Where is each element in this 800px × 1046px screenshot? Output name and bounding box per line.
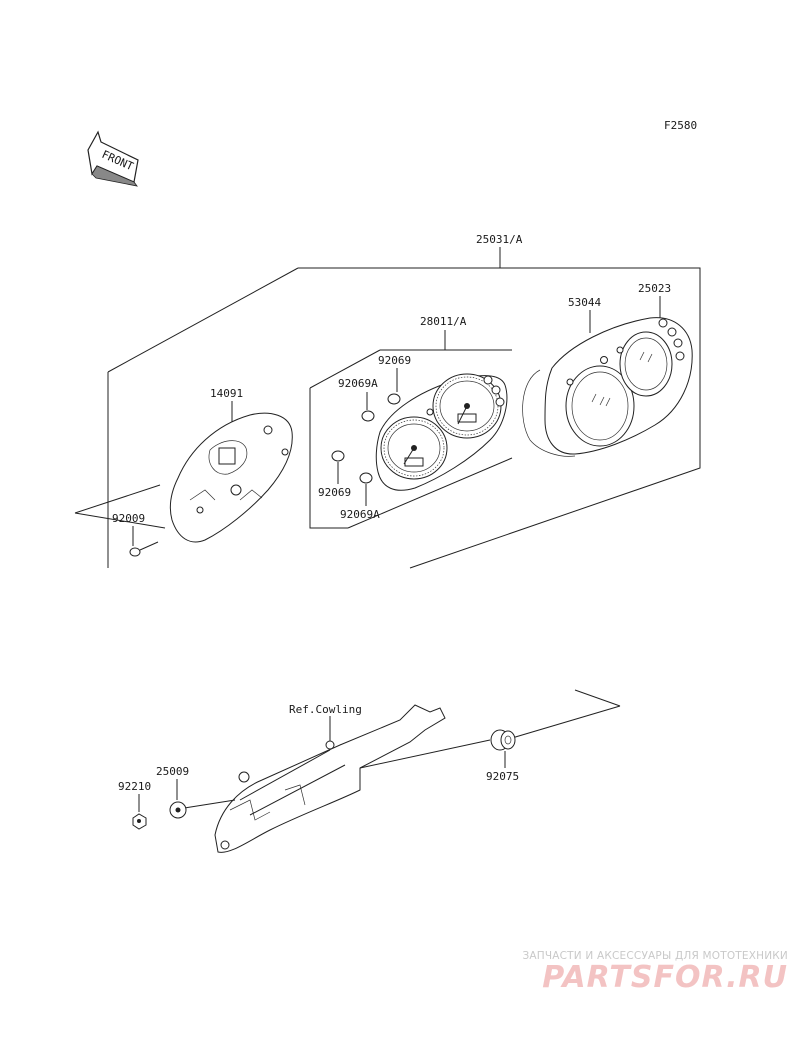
label-92210: 92210 (118, 780, 151, 793)
label-92069a-bottom: 92069A (340, 508, 380, 521)
meter-case (169, 412, 293, 543)
meter-assembly (375, 373, 508, 491)
label-92009: 92009 (112, 512, 145, 525)
label-14091: 14091 (210, 387, 243, 400)
nut-icon (132, 813, 147, 830)
label-92075: 92075 (486, 770, 519, 783)
meter-bracket (177, 689, 621, 853)
diagram-code: F2580 (664, 119, 697, 132)
watermark-logo: PARTSFOR.RU (542, 960, 788, 995)
label-28011a: 28011/A (420, 315, 467, 328)
washer-icon (169, 801, 187, 819)
screw-icon (129, 541, 159, 557)
grommet-icon (490, 729, 516, 751)
label-92069a-top: 92069A (338, 377, 378, 390)
watermark-tagline: ЗАПЧАСТИ И АКСЕССУАРЫ ДЛЯ МОТОТЕХНИКИ (522, 950, 788, 962)
label-53044: 53044 (568, 296, 601, 309)
meter-cover (522, 317, 693, 457)
screw-icon (331, 393, 401, 484)
label-92069-top: 92069 (378, 354, 411, 367)
label-92069-bottom: 92069 (318, 486, 351, 499)
label-ref-cowling: Ref.Cowling (289, 703, 362, 716)
assembly-frame (74, 247, 701, 569)
front-arrow-icon: FRONT (87, 130, 139, 187)
label-25023: 25023 (638, 282, 671, 295)
label-25031a: 25031/A (476, 233, 523, 246)
label-25009: 25009 (156, 765, 189, 778)
